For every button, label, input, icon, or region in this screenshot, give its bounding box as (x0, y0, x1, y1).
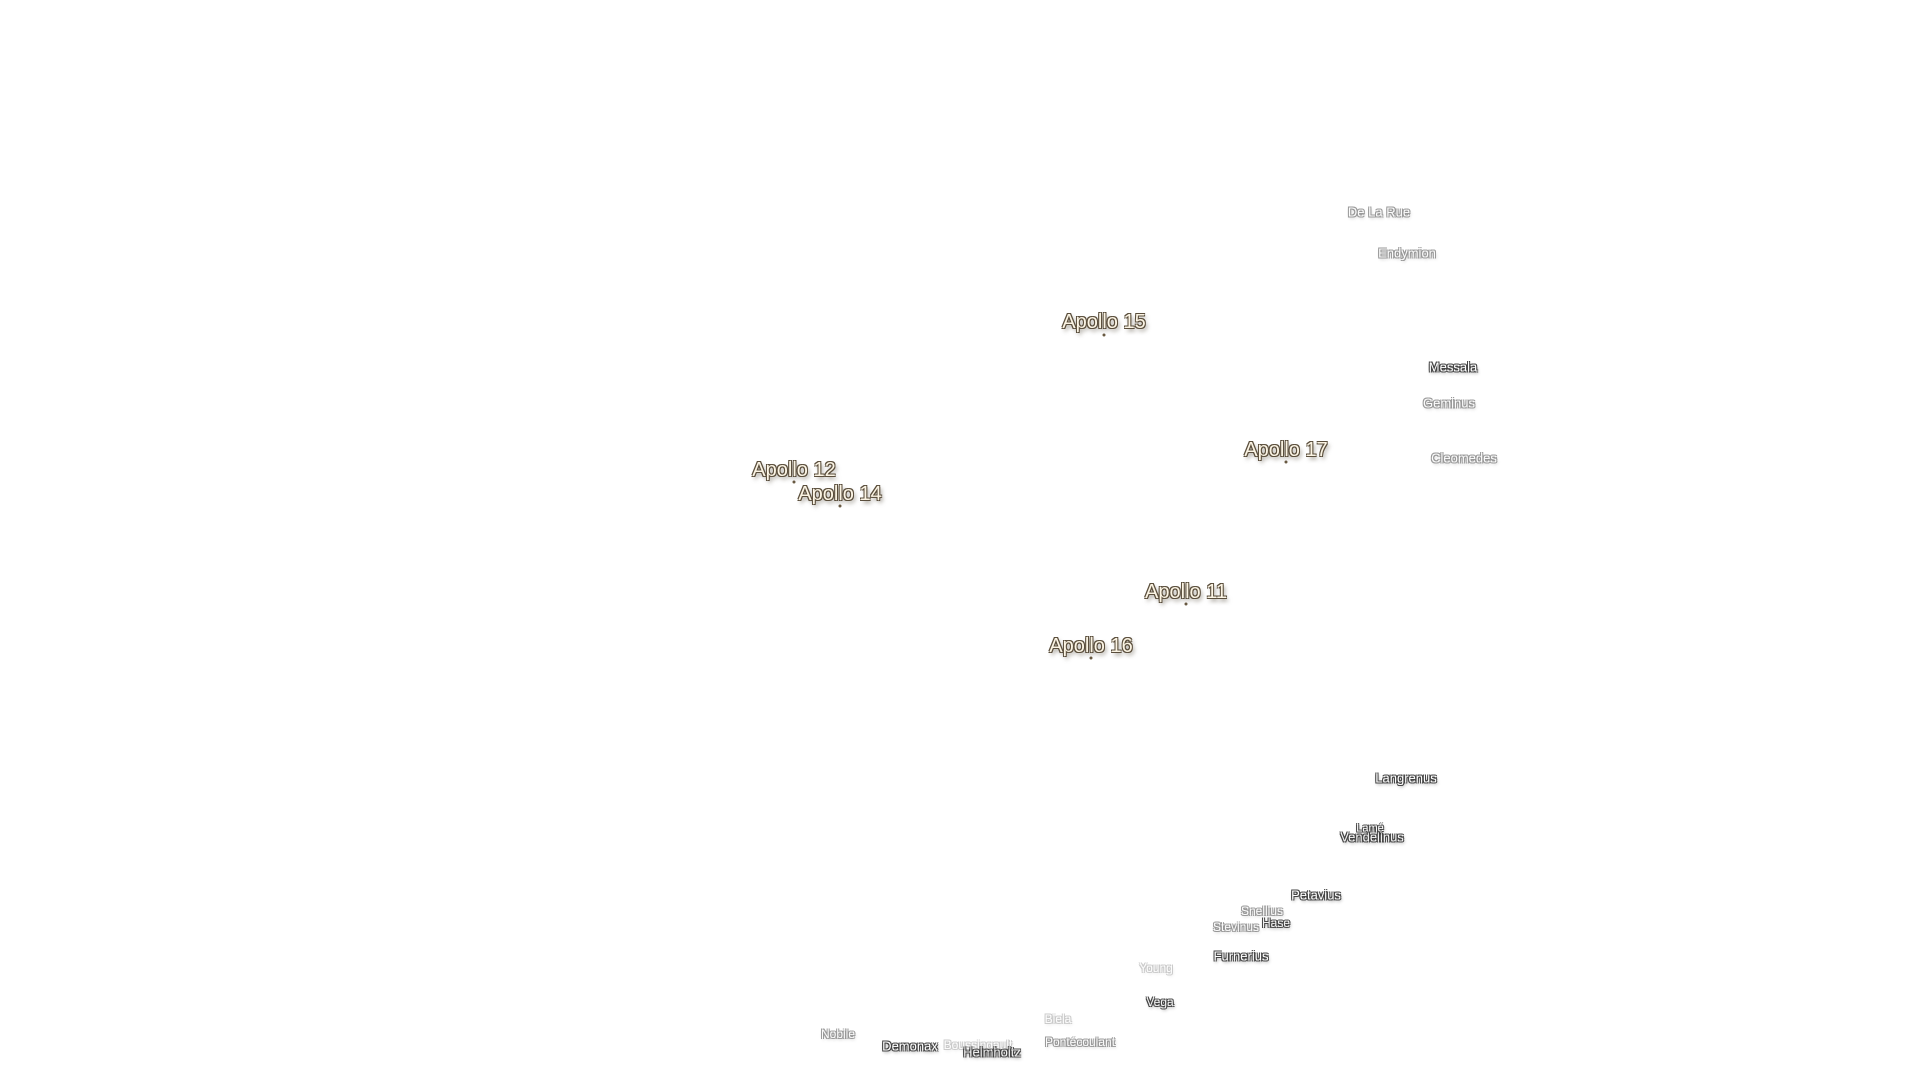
crater-label[interactable]: Lamé (1356, 822, 1384, 835)
crater-label[interactable]: Messala (1428, 359, 1478, 375)
crater-label[interactable]: Geminus (1422, 395, 1476, 411)
apollo-16-label[interactable]: Apollo 16 (1049, 635, 1133, 657)
crater-label[interactable]: Petavius (1291, 887, 1341, 903)
apollo-17-marker[interactable] (1284, 460, 1288, 464)
crater-label[interactable]: Biela (1044, 1012, 1072, 1026)
crater-label[interactable]: Snellius (1240, 904, 1284, 918)
crater-label[interactable]: Vega (1146, 995, 1174, 1009)
crater-label[interactable]: Pontécoulant (1044, 1035, 1116, 1049)
apollo-14-marker[interactable] (838, 504, 842, 508)
apollo-15-label[interactable]: Apollo 15 (1062, 311, 1146, 333)
crater-label[interactable]: Endymion (1378, 245, 1436, 261)
crater-label[interactable]: De La Rue (1347, 204, 1411, 220)
crater-label[interactable]: Nobile (820, 1027, 856, 1041)
apollo-17-label[interactable]: Apollo 17 (1244, 439, 1328, 461)
apollo-15-marker[interactable] (1102, 333, 1106, 337)
apollo-11-marker[interactable] (1184, 602, 1188, 606)
apollo-12-marker[interactable] (792, 480, 796, 484)
crater-label[interactable]: Demonax (882, 1038, 938, 1054)
crater-label[interactable]: Vendelinus (1340, 829, 1404, 845)
apollo-16-marker[interactable] (1089, 656, 1093, 660)
apollo-12-label[interactable]: Apollo 12 (752, 459, 836, 481)
crater-label[interactable]: Langrenus (1375, 770, 1437, 786)
crater-label[interactable]: Young (1139, 961, 1173, 975)
crater-label[interactable]: Stevinus (1212, 920, 1260, 934)
apollo-14-label[interactable]: Apollo 14 (798, 483, 882, 505)
crater-label[interactable]: Cleomedes (1431, 450, 1497, 466)
crater-label[interactable]: Furnerius (1213, 948, 1269, 964)
crater-label[interactable]: Helmholtz (963, 1044, 1021, 1060)
crater-label[interactable]: Hase (1261, 916, 1291, 930)
crater-label[interactable]: Boussingault (943, 1038, 1013, 1052)
apollo-11-label[interactable]: Apollo 11 (1145, 581, 1227, 603)
